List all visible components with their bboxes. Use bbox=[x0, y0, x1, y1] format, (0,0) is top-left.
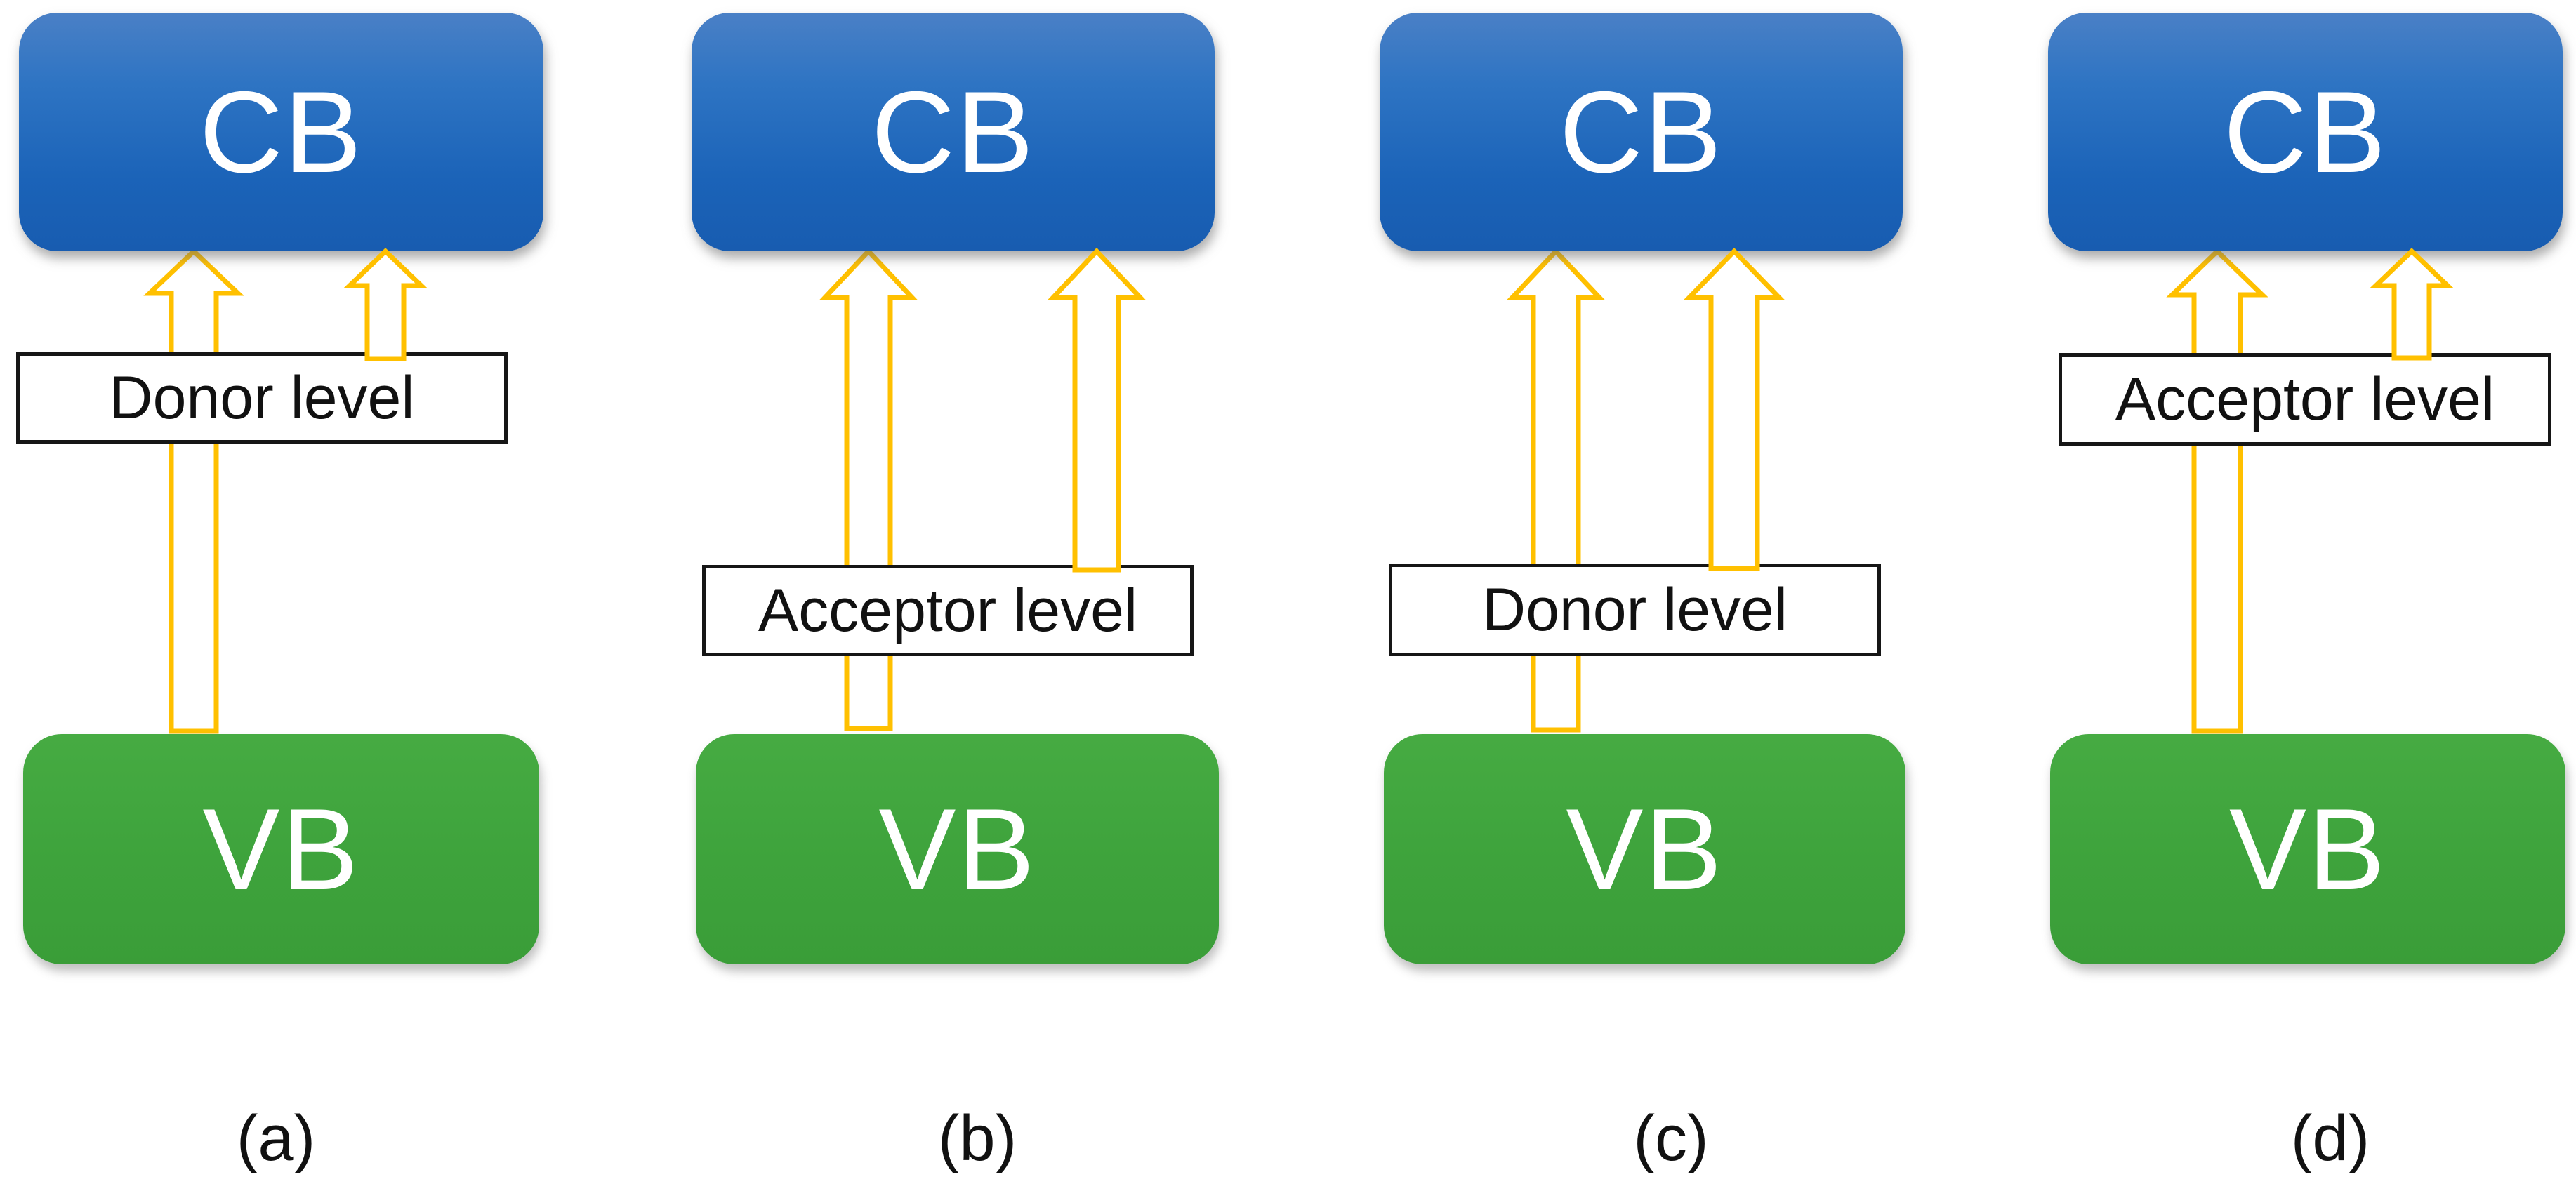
level-label-text: Acceptor level bbox=[758, 576, 1138, 644]
valence-band-box: VB bbox=[1384, 734, 1905, 964]
conduction-band-label: CB bbox=[2223, 67, 2388, 197]
conduction-band-box: CB bbox=[2048, 13, 2563, 251]
panel-caption: (d) bbox=[2290, 1102, 2370, 1174]
panel-c: CB Donor level VB (c) bbox=[1288, 0, 1932, 1198]
level-label-box: Donor level bbox=[16, 352, 508, 444]
valence-band-label: VB bbox=[2228, 784, 2387, 914]
valence-band-label: VB bbox=[202, 784, 360, 914]
valence-band-label: VB bbox=[878, 784, 1036, 914]
panel-d: CB Acceptor level VB (d) bbox=[1932, 0, 2576, 1198]
valence-band-box: VB bbox=[2050, 734, 2565, 964]
level-label-box: Acceptor level bbox=[2059, 353, 2551, 446]
conduction-band-box: CB bbox=[1380, 13, 1903, 251]
panel-a: CB Donor level VB (a) bbox=[0, 0, 644, 1198]
level-label-box: Donor level bbox=[1389, 564, 1881, 656]
panel-caption: (a) bbox=[236, 1102, 316, 1174]
conduction-band-label: CB bbox=[1559, 67, 1724, 197]
level-label-box: Acceptor level bbox=[702, 565, 1194, 656]
level-label-text: Donor level bbox=[1482, 575, 1788, 644]
level-label-text: Donor level bbox=[109, 364, 415, 432]
conduction-band-box: CB bbox=[692, 13, 1215, 251]
panel-b: CB Acceptor level VB (b) bbox=[644, 0, 1288, 1198]
panel-caption: (b) bbox=[937, 1102, 1017, 1174]
conduction-band-box: CB bbox=[19, 13, 543, 251]
conduction-band-label: CB bbox=[199, 67, 364, 197]
conduction-band-label: CB bbox=[871, 67, 1036, 197]
level-label-text: Acceptor level bbox=[2115, 365, 2495, 433]
valence-band-box: VB bbox=[23, 734, 539, 964]
valence-band-box: VB bbox=[696, 734, 1219, 964]
panel-caption: (c) bbox=[1633, 1102, 1709, 1174]
valence-band-label: VB bbox=[1566, 784, 1724, 914]
